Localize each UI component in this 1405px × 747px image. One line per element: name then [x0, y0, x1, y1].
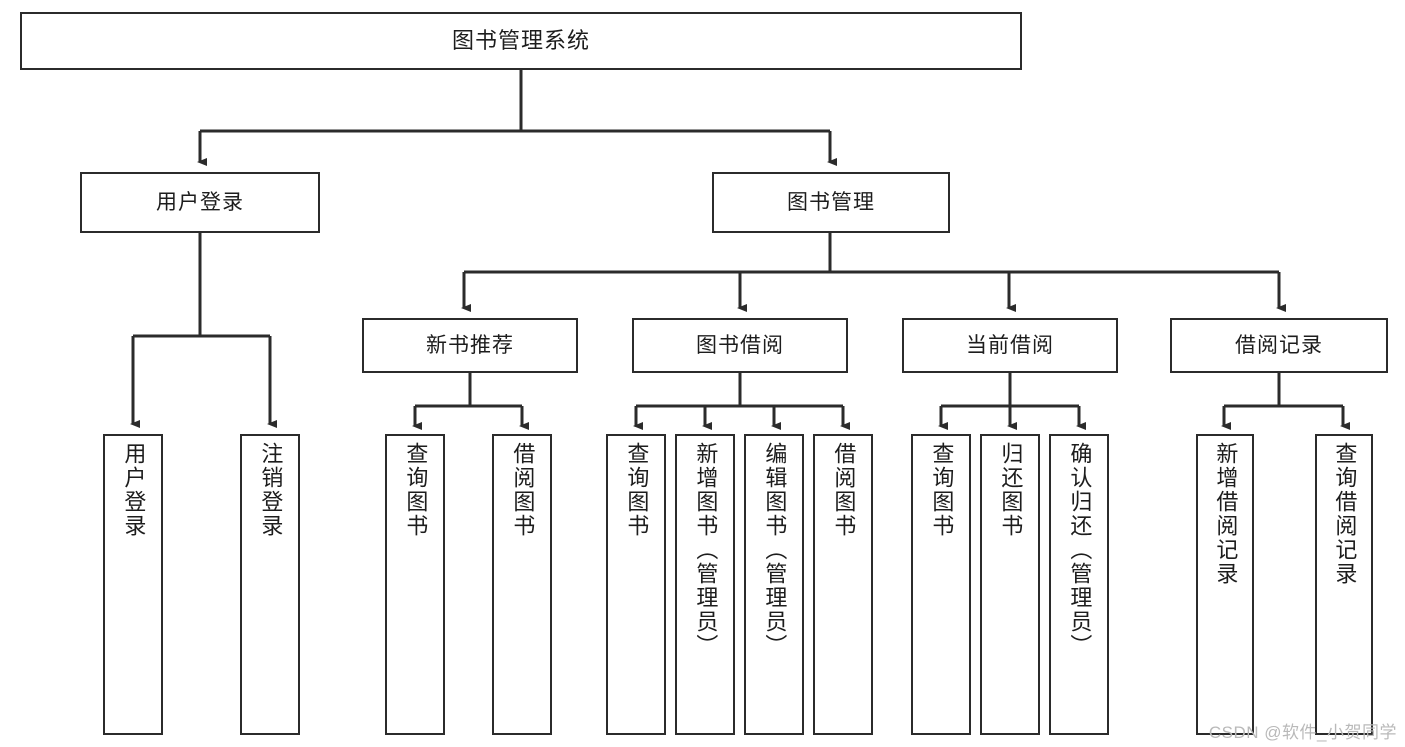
node-current-borrow[interactable]: 当前借阅: [902, 318, 1118, 373]
leaf-current-borrow-0[interactable]: 查询图书: [911, 434, 971, 735]
leaf-borrow-record-1[interactable]: 查询借阅记录: [1315, 434, 1373, 735]
leaf-label: 查询图书: [929, 442, 955, 538]
leaf-current-borrow-1[interactable]: 归还图书: [980, 434, 1040, 735]
leaf-book-borrow-0[interactable]: 查询图书: [606, 434, 666, 735]
node-root-label: 图书管理系统: [451, 27, 590, 53]
leaf-user-login-0[interactable]: 用户登录: [103, 434, 163, 735]
node-user-login[interactable]: 用户登录: [80, 172, 320, 233]
node-book-borrow[interactable]: 图书借阅: [632, 318, 848, 373]
leaf-current-borrow-2[interactable]: 确认归还（管理员）: [1049, 434, 1109, 735]
node-book-borrow-label: 图书借阅: [696, 333, 784, 357]
node-user-login-label: 用户登录: [156, 190, 244, 214]
leaf-label: 归还图书: [998, 442, 1024, 538]
leaf-user-login-1[interactable]: 注销登录: [240, 434, 300, 735]
leaf-label: 查询借阅记录: [1332, 442, 1358, 586]
leaf-label: 借阅图书: [510, 442, 536, 538]
leaf-label: 注销登录: [258, 442, 284, 538]
leaf-label: 用户登录: [121, 442, 147, 538]
node-borrow-record[interactable]: 借阅记录: [1170, 318, 1388, 373]
leaf-label: 新增借阅记录: [1213, 442, 1239, 586]
node-root[interactable]: 图书管理系统: [20, 12, 1022, 70]
watermark: CSDN @软件_小贺同学: [1208, 723, 1397, 742]
leaf-label: 编辑图书（管理员）: [762, 442, 788, 658]
leaf-book-borrow-2[interactable]: 编辑图书（管理员）: [744, 434, 804, 735]
leaf-label: 确认归还（管理员）: [1067, 442, 1093, 658]
leaf-book-borrow-3[interactable]: 借阅图书: [813, 434, 873, 735]
node-book-manage[interactable]: 图书管理: [712, 172, 950, 233]
node-new-book-rec-label: 新书推荐: [426, 333, 514, 357]
node-borrow-record-label: 借阅记录: [1235, 333, 1323, 357]
node-current-borrow-label: 当前借阅: [966, 333, 1054, 357]
leaf-label: 查询图书: [403, 442, 429, 538]
leaf-new-book-rec-0[interactable]: 查询图书: [385, 434, 445, 735]
leaf-label: 借阅图书: [831, 442, 857, 538]
leaf-new-book-rec-1[interactable]: 借阅图书: [492, 434, 552, 735]
leaf-book-borrow-1[interactable]: 新增图书（管理员）: [675, 434, 735, 735]
node-book-manage-label: 图书管理: [787, 190, 875, 214]
leaf-label: 新增图书（管理员）: [693, 442, 719, 658]
node-new-book-rec[interactable]: 新书推荐: [362, 318, 578, 373]
leaf-label: 查询图书: [624, 442, 650, 538]
leaf-borrow-record-0[interactable]: 新增借阅记录: [1196, 434, 1254, 735]
